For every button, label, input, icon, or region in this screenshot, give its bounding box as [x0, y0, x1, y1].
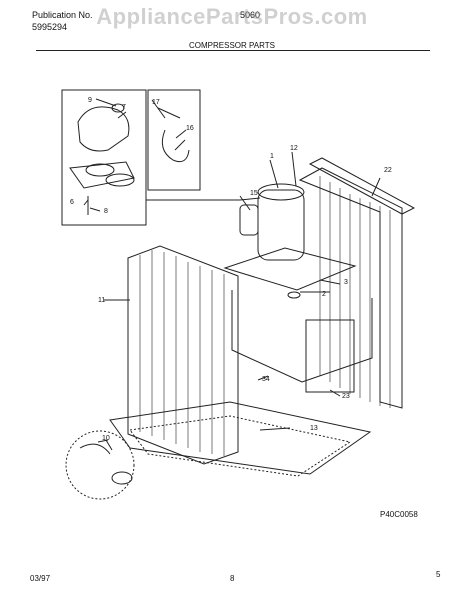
accumulator-part: [239, 204, 259, 236]
footer-page-number: 8: [230, 574, 235, 583]
leader-line: [157, 107, 181, 119]
callout-16: 16: [186, 125, 194, 132]
condenser-coil-right: [298, 167, 403, 409]
terminal-cover-inset-frame: [61, 89, 147, 226]
header-rule: [36, 50, 430, 51]
overload-inset-frame: [147, 89, 201, 191]
callout-15: 15: [250, 190, 258, 197]
callout-11: 11: [98, 297, 105, 304]
callout-13: 13: [310, 425, 318, 432]
inset-leader: [146, 197, 261, 201]
seal-strip-part: [308, 157, 416, 215]
nut-part: [111, 103, 125, 113]
section-title: COMPRESSOR PARTS: [189, 41, 275, 50]
terminal-cover-part: [77, 106, 130, 152]
model-number: 5060: [240, 10, 261, 20]
motor-mount-inset: [65, 430, 135, 500]
evaporator-coil-left: [127, 245, 239, 465]
callout-1: 1: [270, 153, 274, 160]
callout-2: 2: [322, 291, 326, 298]
callout-10: 10: [102, 435, 110, 442]
frame-opening: [305, 319, 355, 393]
footer-date: 03/97: [30, 574, 51, 583]
overload-wire-part: [161, 129, 190, 163]
callout-7: 7: [122, 104, 126, 111]
frame-part: [231, 290, 373, 383]
compressor-top: [257, 183, 305, 201]
watermark: AppliancePartsPros.com: [96, 4, 368, 29]
grommet-part: [287, 291, 301, 299]
callout-8: 8: [104, 208, 108, 215]
gasket-opening-2: [105, 173, 135, 187]
callout-6: 6: [70, 199, 74, 206]
motor-part: [111, 471, 133, 485]
drawing-reference: P40C0058: [380, 510, 418, 519]
callout-9: 9: [88, 97, 92, 104]
footer-mark: 5: [436, 570, 441, 579]
leader-line: [174, 139, 186, 151]
callout-3: 3: [344, 279, 348, 286]
base-pan-part: [109, 401, 372, 475]
callout-22: 22: [384, 167, 392, 174]
base-pan-inner: [129, 415, 352, 477]
clamp-part: [79, 443, 111, 455]
gasket-opening: [85, 163, 115, 177]
callout-17: 17: [152, 99, 160, 106]
callout-23: 23: [342, 393, 350, 400]
callout-12: 12: [290, 145, 298, 152]
base-plate-part: [223, 247, 357, 291]
publication-number: 5995294: [32, 22, 68, 32]
callout-34: 34: [262, 376, 270, 383]
gasket-part: [69, 161, 135, 189]
publication-label: Publication No.: [32, 10, 93, 20]
